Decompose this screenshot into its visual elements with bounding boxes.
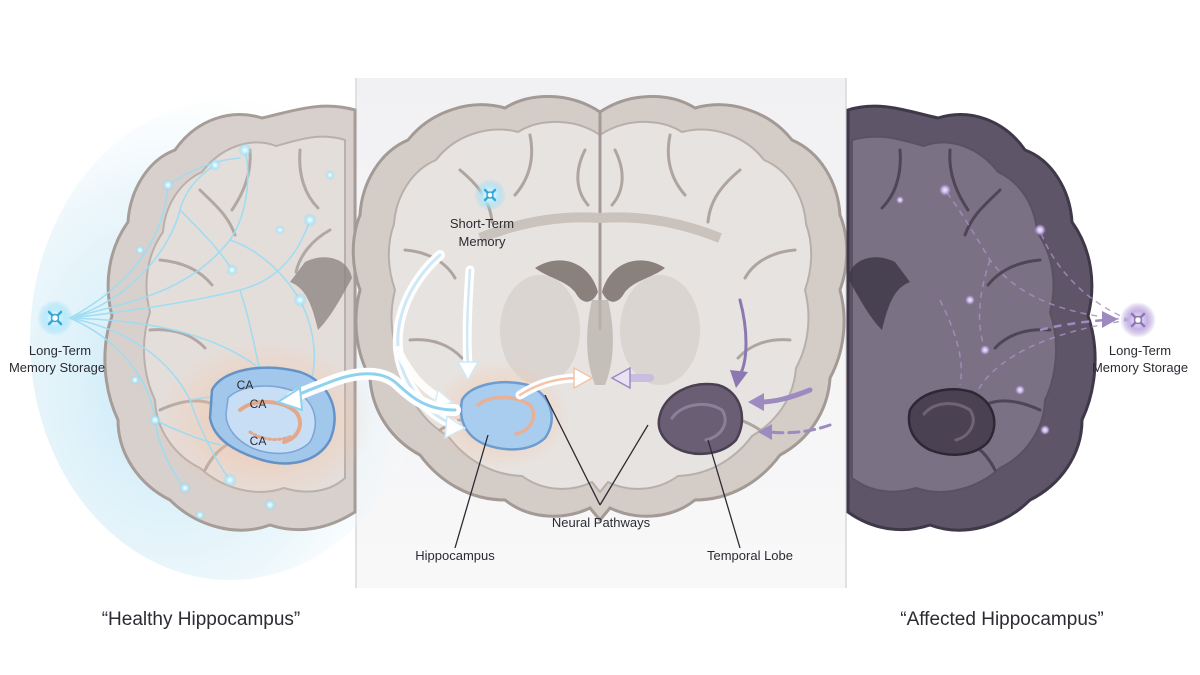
label-ca-1: CA [237,378,254,392]
caption-affected-hippocampus: “Affected Hippocampus” [900,609,1103,630]
memory-node-icon-long-term-right [1120,302,1156,338]
memory-node-icon-short-term [474,179,506,211]
affected-hippocampus [909,389,994,454]
label-ca-2: CA [250,397,267,411]
label-short-term-memory-line2: Memory [459,234,506,249]
label-temporal-lobe: Temporal Lobe [707,548,793,563]
label-long-term-left-line1: Long-Term [29,343,91,358]
label-ca-3: CA [250,434,267,448]
label-long-term-left-line2: Memory Storage [9,360,105,375]
label-hippocampus: Hippocampus [415,548,495,563]
center-brain [353,96,847,520]
label-long-term-right-line1: Long-Term [1109,343,1171,358]
label-short-term-memory-line1: Short-Term [450,216,514,231]
center-hippocampus-left [461,382,552,449]
label-neural-pathways: Neural Pathways [552,515,651,530]
caption-healthy-hippocampus: “Healthy Hippocampus” [102,609,301,630]
memory-node-icon-long-term-left [37,300,73,336]
label-long-term-right-line2: Memory Storage [1092,360,1188,375]
